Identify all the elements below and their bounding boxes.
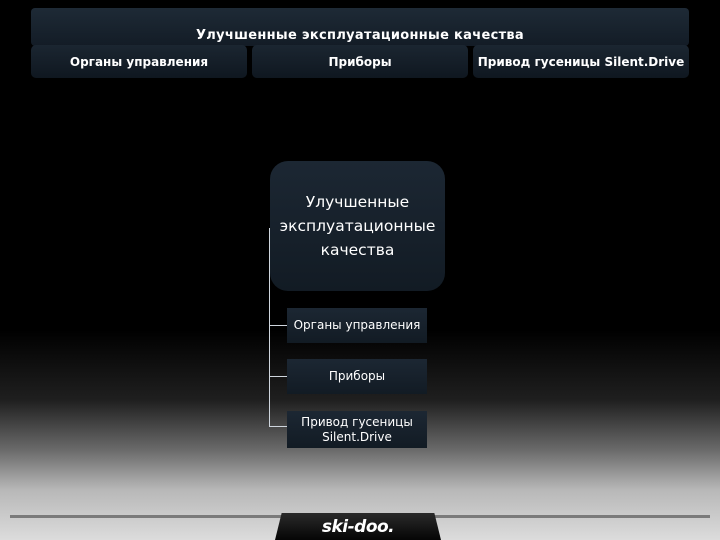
diagram-child-instruments: Приборы [287, 359, 427, 394]
tab-controls[interactable]: Органы управления [31, 45, 247, 78]
header-title: Улучшенные эксплуатационные качества [195, 28, 525, 43]
header-banner: Улучшенные эксплуатационные качества [31, 8, 689, 46]
tab-silentdrive[interactable]: Привод гусеницы Silent.Drive [473, 45, 689, 78]
diagram-connector-2 [269, 376, 287, 377]
brand-logo-text: ski-doo. [321, 516, 395, 537]
diagram-connector-1 [269, 325, 287, 326]
diagram-connector-vertical [269, 228, 270, 426]
diagram-child-controls: Органы управления [287, 308, 427, 343]
tab-instruments[interactable]: Приборы [252, 45, 468, 78]
diagram-connector-3 [269, 426, 287, 427]
brand-logo: ski-doo. [275, 513, 441, 540]
diagram-root-node: Улучшенные эксплуатационные качества [270, 161, 445, 291]
diagram-child-silentdrive: Привод гусеницы Silent.Drive [287, 411, 427, 448]
